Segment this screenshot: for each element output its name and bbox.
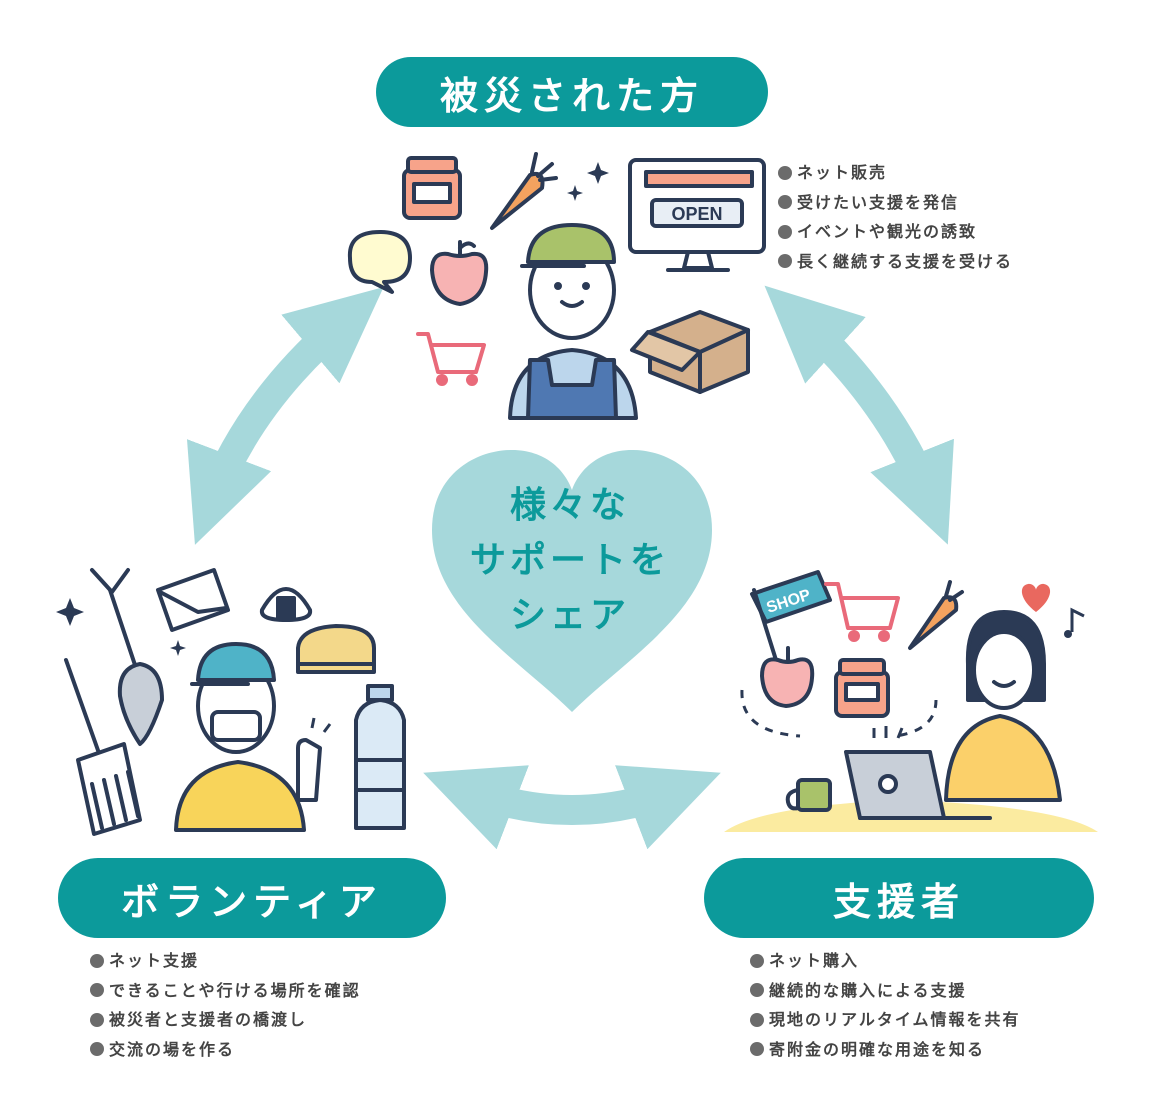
- list-item: 交流の場を作る: [90, 1035, 361, 1065]
- bullet-dot-icon: [750, 953, 764, 968]
- water-bottle-icon: [354, 684, 406, 830]
- apple-icon: [430, 240, 489, 306]
- jar-icon: [834, 658, 890, 718]
- list-item: ネット支援: [90, 946, 361, 976]
- center-line: サポートを: [469, 540, 670, 581]
- carrot-icon: [908, 580, 964, 650]
- left-title: ボランティア: [121, 879, 383, 924]
- bullet-dot-icon: [750, 1012, 764, 1027]
- shopping-cart-icon: [824, 582, 900, 642]
- bullet-dot-icon: [750, 983, 764, 998]
- open-monitor-icon: [628, 158, 766, 272]
- arrow-bottom: [423, 765, 721, 850]
- list-item: イベントや観光の誘致: [778, 217, 1013, 247]
- list-item: ネット販売: [778, 158, 1013, 188]
- music-note-dot: [1064, 630, 1072, 638]
- list-item: 被災者と支援者の橋渡し: [90, 1005, 361, 1035]
- carrot-icon: [490, 152, 558, 230]
- apple-icon: [760, 646, 815, 708]
- laptop-icon: [844, 750, 992, 820]
- bullet-dot-icon: [90, 953, 104, 968]
- open-sign-text: OPEN: [671, 204, 722, 224]
- center-line: 様々な: [509, 485, 630, 526]
- arrow-top-right: [764, 285, 954, 545]
- list-item: 継続的な購入による支援: [750, 976, 1021, 1006]
- center-heart-text: 様々な サポートを シェア: [440, 478, 700, 643]
- cardboard-box-icon: [630, 310, 750, 394]
- bullet-dot-icon: [90, 1042, 104, 1057]
- dashed-path-right: [895, 699, 938, 738]
- top-title-pill: 被災された方: [376, 57, 768, 127]
- center-heart: [432, 450, 712, 712]
- shopping-cart-icon: [416, 332, 486, 386]
- bullet-dot-icon: [90, 983, 104, 998]
- speech-bubble-icon: [347, 230, 412, 294]
- left-title-pill: ボランティア: [58, 858, 446, 938]
- rake-icon: [64, 658, 142, 836]
- list-item: 長く継続する支援を受ける: [778, 247, 1013, 277]
- shovel-icon: [90, 568, 164, 746]
- list-item: ネット購入: [750, 946, 1021, 976]
- bullet-dot-icon: [778, 165, 792, 180]
- top-title: 被災された方: [439, 73, 704, 118]
- list-item: 寄附金の明確な用途を知る: [750, 1035, 1021, 1065]
- left-bullet-list: ネット支援 できることや行ける場所を確認 被災者と支援者の橋渡し 交流の場を作る: [90, 946, 361, 1064]
- right-title: 支援者: [832, 879, 965, 924]
- right-bullet-list: ネット購入 継続的な購入による支援 現地のリアルタイム情報を共有 寄附金の明確な…: [750, 946, 1021, 1064]
- sparkle-icon: [567, 162, 609, 201]
- volunteer-person-illustration: [174, 642, 322, 832]
- shop-flag-icon: [750, 570, 832, 662]
- motion-lines: [310, 717, 332, 733]
- list-item: できることや行ける場所を確認: [90, 976, 361, 1006]
- right-title-pill: 支援者: [704, 858, 1094, 938]
- bullet-dot-icon: [778, 195, 792, 210]
- sparkle-icon: [56, 598, 186, 656]
- mug-icon: [785, 778, 832, 812]
- envelope-icon: [156, 568, 230, 632]
- bullet-dot-icon: [778, 254, 792, 269]
- jar-icon: [402, 156, 462, 220]
- arrow-top-left: [187, 287, 384, 545]
- motion-lines: [872, 726, 904, 739]
- bullet-dot-icon: [778, 224, 792, 239]
- bullet-dot-icon: [750, 1042, 764, 1057]
- center-line: シェア: [509, 595, 630, 636]
- top-bullet-list: ネット販売 受けたい支援を発信 イベントや観光の誘致 長く継続する支援を受ける: [778, 158, 1013, 276]
- bread-icon: [296, 624, 376, 674]
- bullet-dot-icon: [90, 1012, 104, 1027]
- farmer-person-illustration: [508, 223, 638, 420]
- heart-icon: [1021, 583, 1051, 612]
- music-note-icon: [1070, 607, 1085, 632]
- rice-ball-icon: [259, 587, 313, 622]
- dashed-path-left: [740, 689, 801, 738]
- supporter-person-illustration: [944, 610, 1062, 802]
- list-item: 受けたい支援を発信: [778, 188, 1013, 218]
- list-item: 現地のリアルタイム情報を共有: [750, 1005, 1021, 1035]
